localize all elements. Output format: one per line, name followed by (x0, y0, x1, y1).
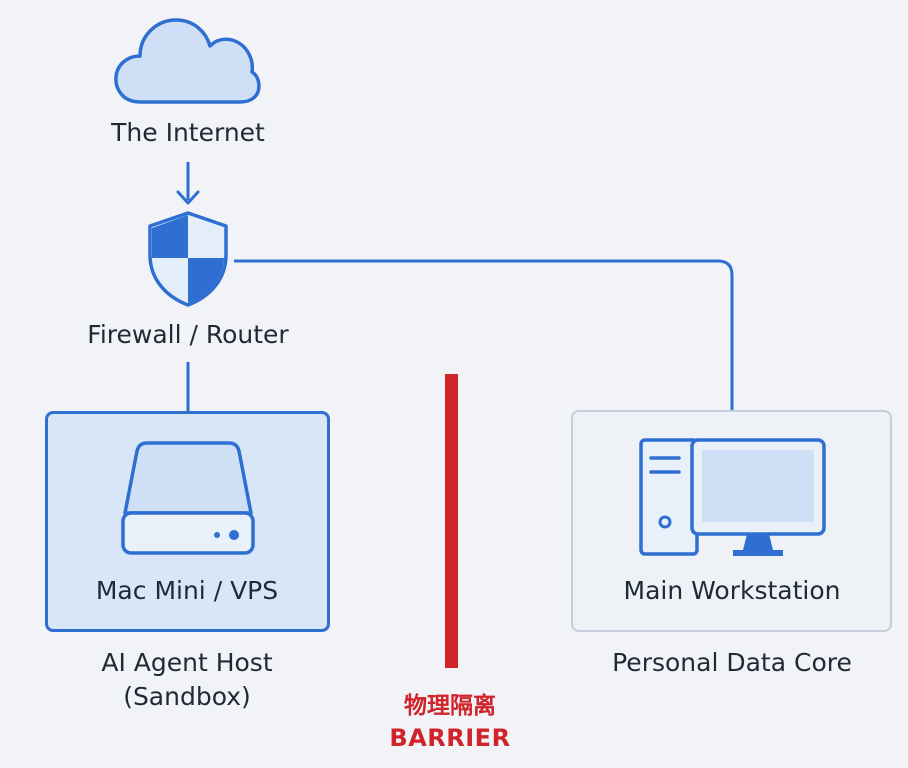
sandbox-caption-line2: (Sandbox) (123, 682, 251, 711)
workstation-caption: Personal Data Core (612, 648, 852, 677)
sandbox-caption-line1: AI Agent Host (101, 648, 273, 677)
internet-label: The Internet (111, 118, 265, 147)
shield-icon (148, 211, 228, 307)
sandbox-label: Mac Mini / VPS (95, 576, 279, 605)
barrier-label-cn: 物理隔离 (404, 693, 496, 719)
hard-drive-icon (121, 441, 255, 555)
barrier-label-en: BARRIER (389, 724, 511, 752)
arrow-head (176, 190, 200, 205)
desktop-computer-icon (639, 438, 826, 556)
cloud-icon (114, 18, 261, 104)
firewall-to-workstation-link (234, 259, 734, 410)
firewall-label: Firewall / Router (87, 320, 289, 349)
physical-barrier-line (445, 374, 458, 668)
workstation-label: Main Workstation (623, 576, 841, 605)
